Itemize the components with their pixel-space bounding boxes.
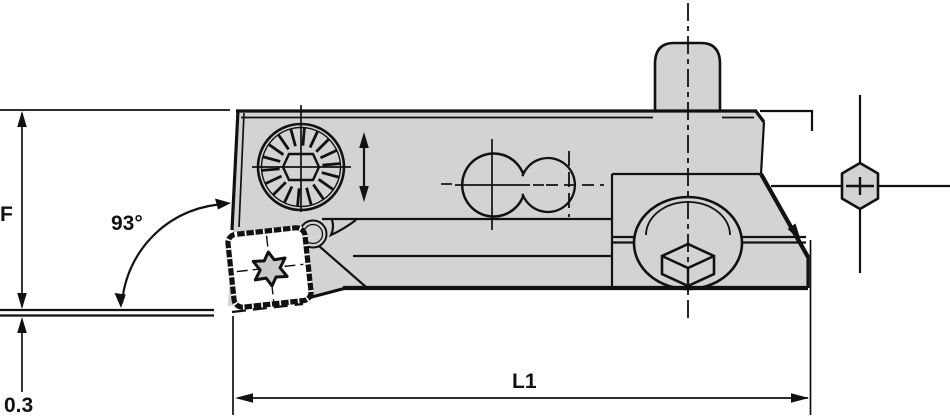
offset-label: 0.3 [4,394,33,417]
l1-label: L1 [512,370,537,393]
hidden-edge-dashed [231,302,304,314]
lead-angle-dimension: 93° [111,198,231,308]
torx-screw-icon [251,250,289,288]
arrow-down-icon [17,293,27,309]
arrow-up-icon [17,111,27,127]
arrow-left-icon [235,393,253,403]
gash-curve [328,219,357,238]
angle-label: 93° [111,212,143,235]
serrations [262,128,340,206]
arrow-down-icon [114,293,126,308]
l1-dimension: L1 [232,240,812,415]
spring-hole-icon [441,139,577,230]
body-right-upper-edge [759,121,766,175]
adjustment-wheel-icon [252,105,351,212]
insert [225,225,314,310]
arrow-right-icon [215,198,231,210]
clamp-screw-icon [632,195,744,291]
pocket-diagonal-edge [318,245,367,288]
wiper-offset-dimension: 0.3 [4,317,33,417]
hidden-hole-crosshair [546,151,604,217]
left-chamfer-line [238,112,245,228]
angle-arc [120,202,228,304]
f-dimension: F [0,109,230,309]
adjust-direction-arrow-icon [359,132,369,202]
arrow-right-icon [791,393,809,403]
arrow-up-icon [17,317,27,333]
adjacent-edge-phantom-line [760,109,814,131]
hex-key-icon [771,95,950,273]
body-left-edge [230,109,240,231]
f-label: F [0,203,13,226]
insert-outline-stitch [225,225,314,310]
reference-plane [0,308,214,317]
